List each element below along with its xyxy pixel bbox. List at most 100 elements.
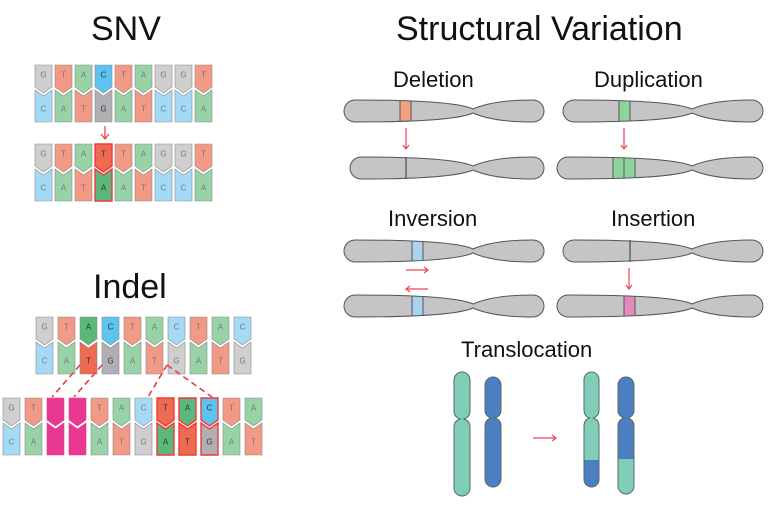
base-pair: TA	[54, 64, 73, 123]
base-top-tile	[94, 64, 113, 94]
base-letter: A	[81, 71, 87, 80]
base-letter: T	[152, 357, 157, 366]
base-letter: A	[31, 438, 37, 447]
base-letter: G	[140, 438, 146, 447]
base-bottom-tile	[194, 168, 213, 202]
structural-variation-title: Structural Variation	[396, 10, 683, 48]
chromosome-outline	[562, 239, 764, 263]
base-pair	[46, 397, 65, 456]
base-pair: TA	[194, 143, 213, 202]
vertical-chromosome	[583, 371, 600, 488]
base-pair: AT	[134, 64, 153, 123]
translocated-segment	[584, 460, 599, 487]
base-letter: A	[97, 438, 103, 447]
base-letter: A	[121, 184, 127, 193]
base-top-tile	[189, 316, 208, 346]
translocated-segment	[618, 459, 634, 494]
base-top-tile	[54, 64, 73, 94]
base-top-tile	[24, 397, 43, 427]
base-top-tile	[94, 143, 113, 173]
chromosome-body	[557, 295, 763, 317]
deletion-arrow	[402, 128, 410, 150]
base-pair: CG	[167, 316, 186, 375]
indel-title: Indel	[93, 268, 167, 306]
base-letter: A	[61, 105, 67, 114]
base-bottom-tile	[200, 421, 219, 456]
base-letter: G	[40, 71, 46, 80]
indel-dashed-line	[51, 364, 81, 398]
chromosome-band	[411, 295, 424, 317]
base-top-tile	[79, 316, 98, 346]
base-top-tile	[112, 397, 131, 427]
base-letter: C	[181, 105, 187, 114]
base-letter: C	[141, 404, 147, 413]
base-letter: G	[206, 438, 212, 447]
base-bottom-tile	[233, 341, 252, 375]
base-pair: GC	[174, 143, 193, 202]
base-letter: G	[160, 71, 166, 80]
base-pair: AT	[112, 397, 131, 456]
chromosome-outline	[343, 294, 545, 318]
base-top-tile	[90, 397, 109, 427]
base-bottom-tile	[154, 89, 173, 123]
chromosome-band	[618, 100, 631, 122]
base-top-tile	[101, 316, 120, 346]
base-top-tile	[68, 397, 87, 427]
base-top-tile	[54, 143, 73, 173]
base-pair: TA	[24, 397, 43, 456]
base-letter: T	[31, 404, 36, 413]
insertion-arrow	[625, 268, 633, 290]
base-bottom-tile	[24, 422, 43, 456]
base-top-tile	[46, 397, 65, 427]
indel-dashed-line	[147, 364, 168, 398]
base-letter: A	[141, 71, 147, 80]
base-letter: A	[152, 323, 158, 332]
base-bottom-tile	[123, 341, 142, 375]
base-letter: T	[130, 323, 135, 332]
base-pair: AT	[74, 143, 93, 202]
base-top-tile	[154, 143, 173, 173]
base-letter: T	[121, 71, 126, 80]
base-top-tile	[74, 64, 93, 94]
base-bottom-tile	[174, 168, 193, 202]
base-top-tile	[74, 143, 93, 173]
base-top-tile	[57, 316, 76, 346]
base-pair: GC	[174, 64, 193, 123]
base-bottom-tile	[94, 167, 113, 202]
chromosome-outline	[556, 294, 764, 318]
base-bottom-tile	[244, 422, 263, 456]
chromosome-body	[350, 157, 544, 179]
base-letter: T	[101, 150, 106, 159]
base-top-tile	[174, 64, 193, 94]
base-letter: A	[201, 105, 207, 114]
base-pair: CG	[200, 397, 219, 456]
base-bottom-tile	[211, 341, 230, 375]
base-pair: GC	[34, 143, 53, 202]
base-pair: CG	[233, 316, 252, 375]
base-letter: C	[42, 357, 48, 366]
base-letter: A	[121, 105, 127, 114]
base-bottom-tile	[54, 168, 73, 202]
base-letter: T	[196, 323, 201, 332]
base-letter: T	[81, 184, 86, 193]
base-letter: C	[108, 323, 114, 332]
base-letter: T	[229, 404, 234, 413]
base-bottom-tile	[174, 89, 193, 123]
chromosome-outline	[583, 371, 600, 488]
base-top-tile	[134, 397, 153, 427]
vertical-chromosome	[484, 376, 502, 488]
deletion-label: Deletion	[393, 67, 474, 92]
base-pair: TA	[222, 397, 241, 456]
base-letter: T	[201, 150, 206, 159]
base-letter: A	[218, 323, 224, 332]
base-bottom-tile	[134, 89, 153, 123]
base-letter: A	[61, 184, 67, 193]
sv-chromosomes	[343, 99, 764, 318]
base-pair: AT	[244, 397, 263, 456]
base-letter: C	[207, 404, 213, 413]
base-letter: C	[161, 105, 167, 114]
base-pair: AT	[211, 316, 230, 375]
